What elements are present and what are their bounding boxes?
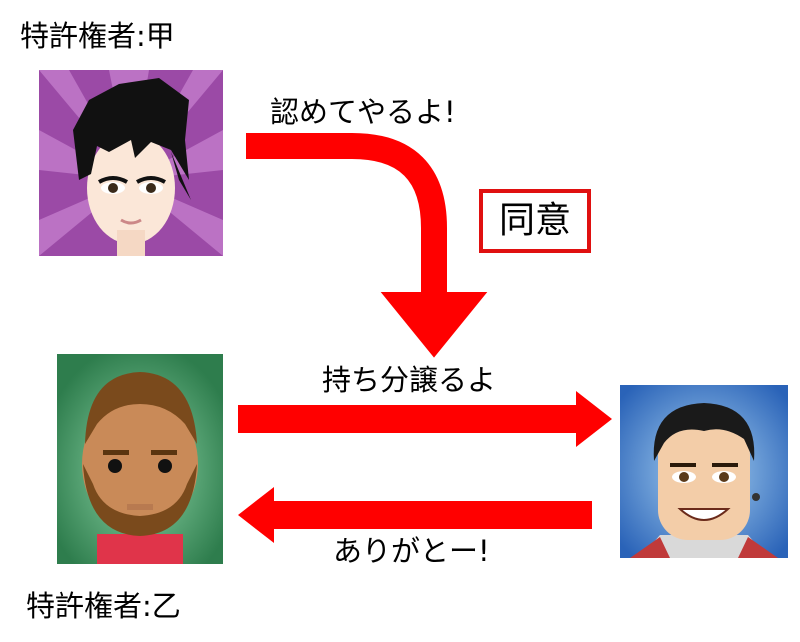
owner-b-label: 特許権者:乙 — [26, 589, 181, 623]
cartoon-man-black-spiky-hair-icon — [39, 70, 223, 256]
owner-a-label: 特許権者:甲 — [20, 19, 175, 53]
consent-badge: 同意 — [479, 189, 591, 253]
assign-arrow-shaft — [238, 405, 578, 433]
thanks-arrow-shaft — [272, 501, 592, 529]
approve-speech-label: 認めてやるよ! — [270, 95, 456, 129]
assign-speech-label: 持ち分譲るよ — [322, 363, 497, 397]
cartoon-man-bearded-icon — [57, 354, 223, 564]
consent-arrow-head — [407, 300, 461, 340]
cartoon-man-smiling-icon — [620, 385, 788, 558]
thanks-arrow-head — [238, 487, 274, 543]
assign-arrow-head — [576, 391, 612, 447]
thanks-speech-label: ありがとー! — [333, 534, 490, 568]
